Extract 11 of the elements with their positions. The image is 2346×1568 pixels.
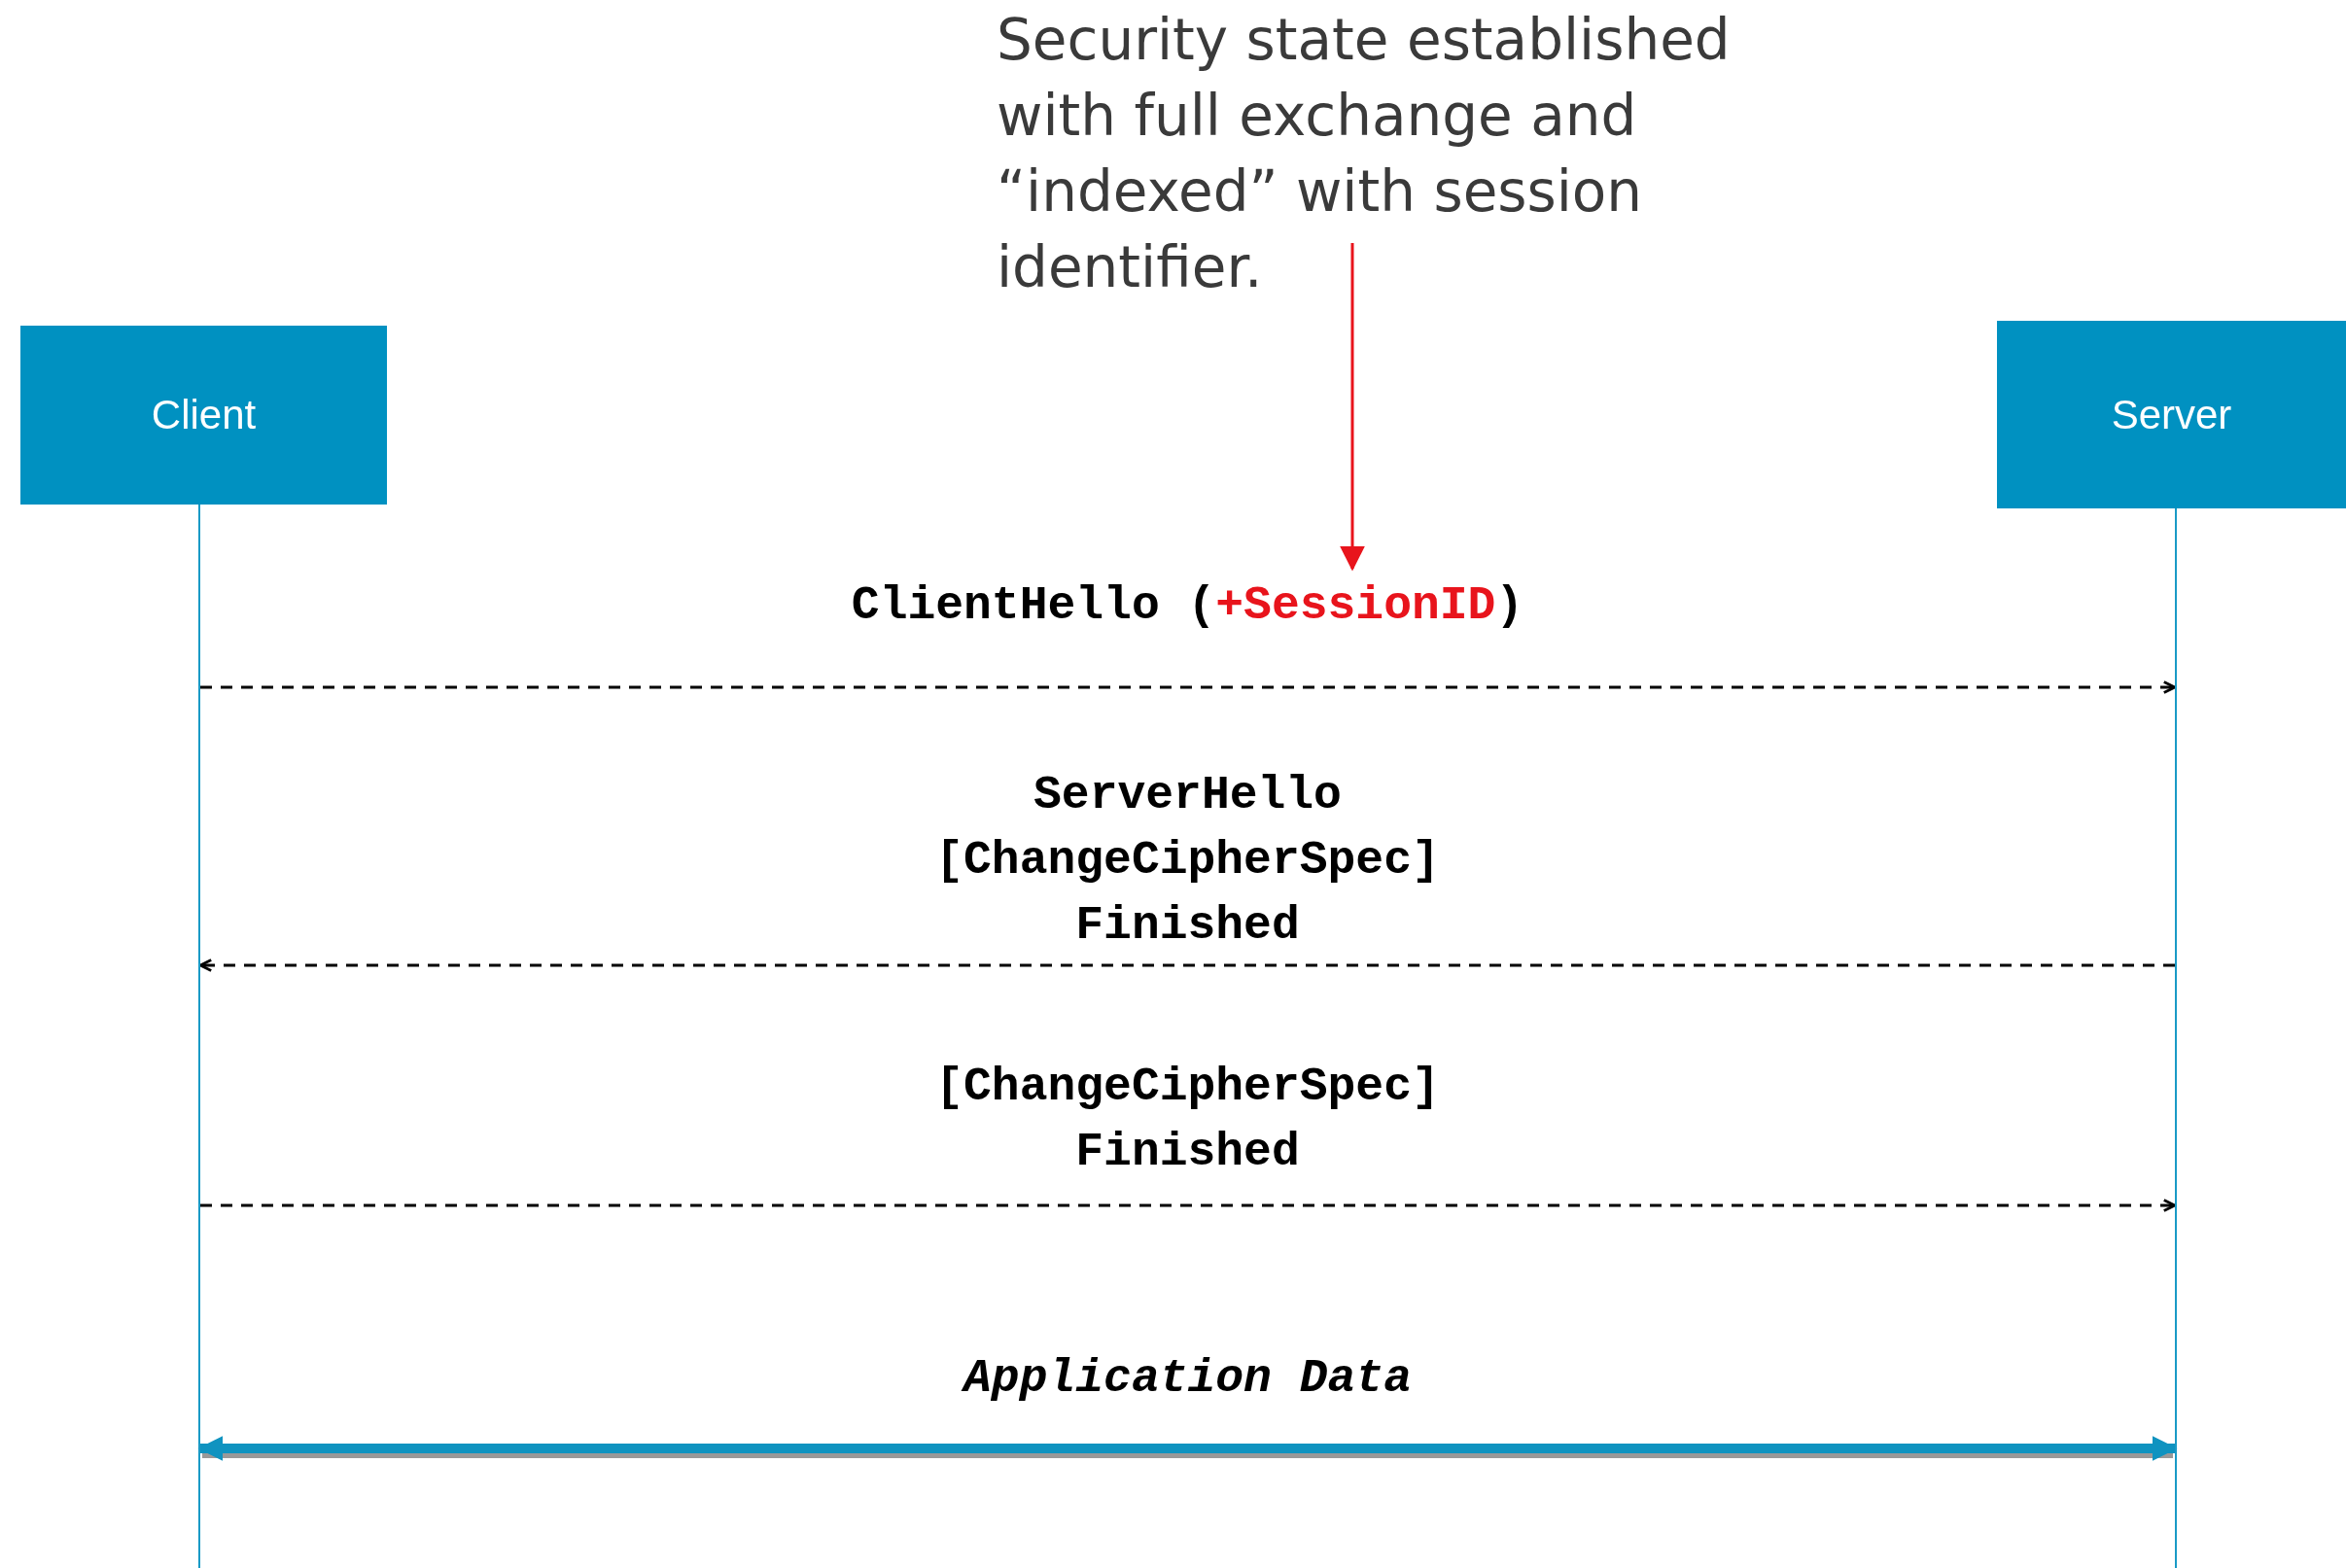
message-arrow [200, 680, 2177, 694]
annotation-text: Security state established with full exchange and “indexed” with session identifier. [997, 2, 1755, 305]
double-arrow [197, 1436, 2178, 1461]
message-arrow [200, 1199, 2177, 1212]
message-label: ServerHello [ChangeCipherSpec] Finished [934, 768, 1441, 954]
message-label: [ChangeCipherSpec] Finished [934, 1060, 1441, 1180]
actor-box: Client [20, 326, 387, 505]
message-label: ClientHello (+SessionID) [851, 578, 1524, 634]
actor-box: Server [1997, 321, 2346, 508]
message-arrow [198, 958, 2175, 972]
leader-arrow [1340, 243, 1365, 572]
